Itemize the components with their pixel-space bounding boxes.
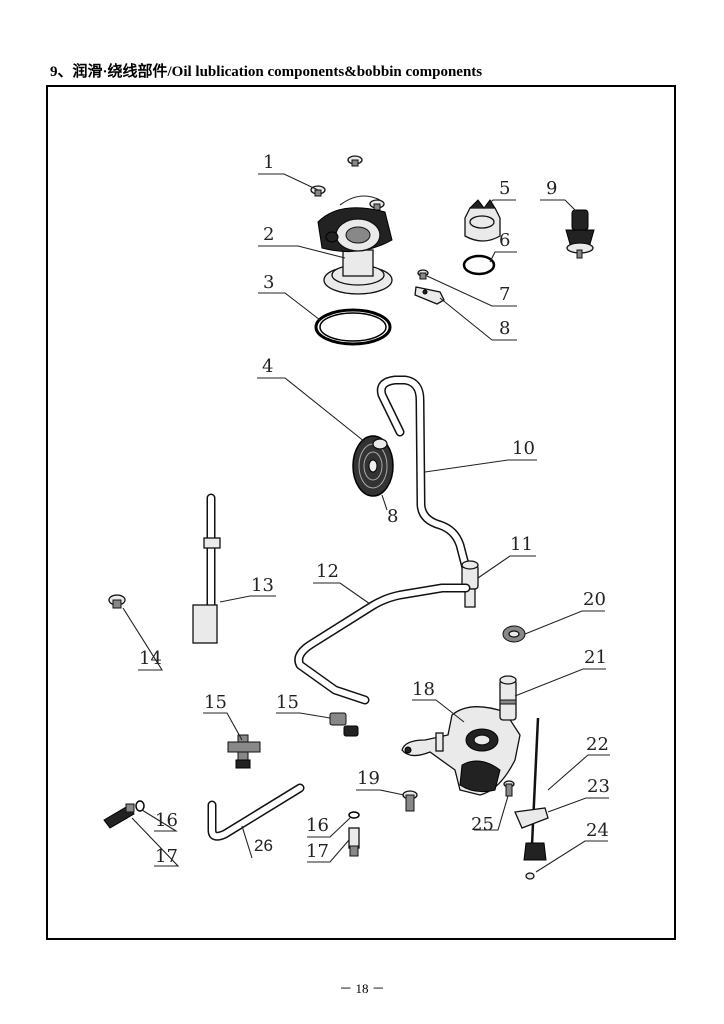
part-5-cap xyxy=(464,199,501,242)
part-21-shaft xyxy=(499,675,517,721)
part-19-screw xyxy=(402,790,418,812)
callout-4: 4 xyxy=(262,356,273,377)
part-25-screw xyxy=(503,780,515,797)
callout-22: 22 xyxy=(586,734,609,755)
callout-23: 23 xyxy=(587,776,610,797)
callout-1: 1 xyxy=(263,152,274,173)
part-4-felt-wheel xyxy=(352,435,394,497)
part-20-seal xyxy=(502,625,526,643)
callout-12: 12 xyxy=(316,561,339,582)
callout-2: 2 xyxy=(263,224,274,245)
part-18-oil-pump xyxy=(401,706,521,796)
part-3-o-ring xyxy=(314,308,392,346)
callout-14: 14 xyxy=(139,648,162,669)
callout-16-mid: 16 xyxy=(306,815,329,836)
leader-lines xyxy=(122,173,610,873)
callout-6: 6 xyxy=(499,230,510,251)
callout-16-left: 16 xyxy=(155,810,178,831)
part-17-nozzle-left xyxy=(103,803,135,829)
part-12-oil-pipe xyxy=(294,583,471,705)
callout-8-wheel: 8 xyxy=(387,506,398,527)
diagram-frame xyxy=(46,85,676,940)
callout-labels: 1 2 3 4 5 6 7 8 9 10 8 11 12 13 14 20 21… xyxy=(139,152,610,867)
part-8-bracket xyxy=(414,286,445,305)
callout-10: 10 xyxy=(512,438,535,459)
part-24-weight xyxy=(523,842,547,880)
callout-19: 19 xyxy=(357,768,380,789)
callout-13: 13 xyxy=(251,575,274,596)
part-15-fitting-b xyxy=(329,712,359,737)
part-17-nozzle-mid xyxy=(348,827,360,857)
part-15-fitting-a xyxy=(227,734,261,769)
callout-15-left: 15 xyxy=(204,692,227,713)
page-title: 9、润滑·绕线部件/Oil lublication components&bob… xyxy=(50,64,483,80)
part-26-tube xyxy=(207,783,305,841)
callout-24: 24 xyxy=(586,820,609,841)
page-number: － 18 － xyxy=(339,981,385,996)
part-23-bracket xyxy=(514,807,549,829)
callout-17-left: 17 xyxy=(155,846,178,867)
callout-3: 3 xyxy=(263,272,274,293)
callout-5: 5 xyxy=(499,178,510,199)
callout-26: 26 xyxy=(254,836,273,855)
part-13-wick-holder xyxy=(192,493,221,644)
part-1-screws xyxy=(310,155,385,211)
callout-17-mid: 17 xyxy=(306,841,329,862)
callout-7: 7 xyxy=(499,284,510,305)
callout-11: 11 xyxy=(510,534,533,555)
part-10-oil-pipe xyxy=(376,375,471,573)
callout-21: 21 xyxy=(584,647,607,668)
callout-8-bracket: 8 xyxy=(499,318,510,339)
part-2-hook-assembly xyxy=(317,195,393,295)
part-9-oil-knob xyxy=(565,209,595,259)
part-22-oil-rod xyxy=(530,717,540,846)
part-16-o-ring-mid xyxy=(348,811,360,819)
part-14-screw xyxy=(108,594,126,609)
callout-9: 9 xyxy=(546,178,557,199)
callout-18: 18 xyxy=(412,679,435,700)
part-11-pipe-joint xyxy=(461,560,479,608)
part-7-screw xyxy=(417,269,429,280)
callout-15-right: 15 xyxy=(276,692,299,713)
part-6-o-ring xyxy=(462,254,496,276)
callout-25: 25 xyxy=(471,814,494,835)
part-16-o-ring-left xyxy=(135,800,145,812)
callout-20: 20 xyxy=(583,589,606,610)
